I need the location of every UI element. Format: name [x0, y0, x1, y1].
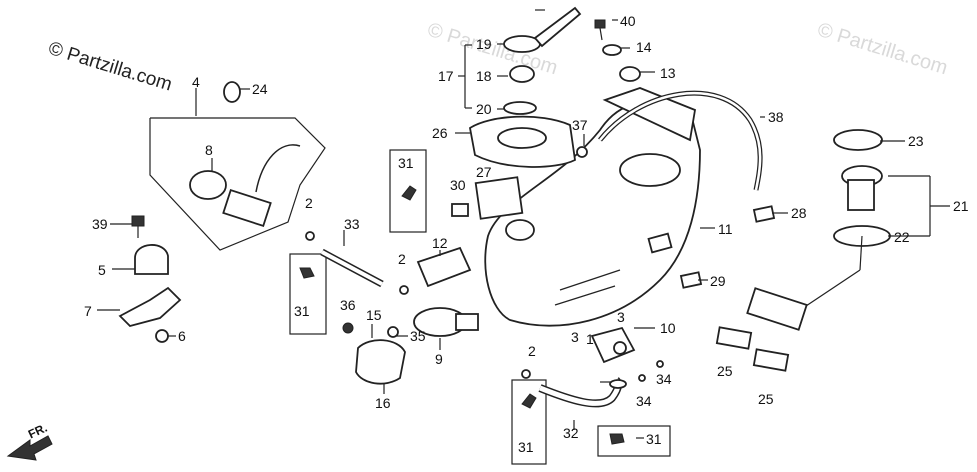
callout-17: 17 [438, 68, 454, 84]
callout-23: 23 [908, 133, 924, 149]
callout-2a: 2 [305, 195, 313, 211]
callout-29: 29 [710, 273, 726, 289]
callout-32: 32 [563, 425, 579, 441]
callout-31c: 31 [518, 439, 534, 455]
callout-box-31-b [289, 253, 327, 335]
callout-35: 35 [410, 328, 426, 344]
callout-26: 26 [432, 125, 448, 141]
callout-3b: 3 [571, 329, 579, 345]
callout-31d: 31 [646, 431, 662, 447]
callout-25a: 25 [717, 363, 733, 379]
callout-numbers: 1 2 2 2 3 3 4 5 6 7 8 9 10 11 12 13 14 1… [84, 13, 969, 455]
callout-4: 4 [192, 74, 200, 90]
callout-31a: 31 [398, 155, 414, 171]
callout-25b: 25 [758, 391, 774, 407]
callout-27: 27 [476, 164, 492, 180]
leader-lines [97, 9, 950, 439]
callout-38: 38 [768, 109, 784, 125]
callout-15: 15 [366, 307, 382, 323]
callout-18: 18 [476, 68, 492, 84]
callout-box-31-c [511, 379, 547, 465]
callout-5: 5 [98, 262, 106, 278]
callout-30: 30 [450, 177, 466, 193]
callout-21: 21 [953, 198, 969, 214]
callout-7: 7 [84, 303, 92, 319]
callout-11: 11 [718, 221, 733, 237]
front-arrow-icon [6, 435, 53, 461]
callout-37: 37 [572, 117, 588, 133]
callout-2b: 2 [398, 251, 406, 267]
callout-39: 39 [92, 216, 108, 232]
callout-33: 33 [344, 216, 360, 232]
callout-box-4 [149, 117, 326, 251]
callout-14: 14 [636, 39, 652, 55]
callout-20: 20 [476, 101, 492, 117]
callout-2c: 2 [528, 343, 536, 359]
callout-8: 8 [205, 142, 213, 158]
callout-22: 22 [894, 229, 910, 245]
cap-lock [509, 65, 535, 83]
callout-3a: 3 [617, 309, 625, 325]
callout-9: 9 [435, 351, 443, 367]
callout-13: 13 [660, 65, 676, 81]
callout-12: 12 [432, 235, 448, 251]
callout-1-label: 1 [586, 331, 594, 347]
callout-10: 10 [660, 320, 676, 336]
callout-40: 40 [620, 13, 636, 29]
callout-6: 6 [178, 328, 186, 344]
callout-box-31-d [597, 425, 671, 457]
callout-16: 16 [375, 395, 391, 411]
cap-gasket [503, 101, 537, 115]
callout-34b: 34 [636, 393, 652, 409]
callout-24: 24 [252, 81, 268, 97]
fuel-tank [484, 87, 701, 327]
callout-28: 28 [791, 205, 807, 221]
callout-36: 36 [340, 297, 356, 313]
callout-34a: 34 [656, 371, 672, 387]
callout-19: 19 [476, 36, 492, 52]
callout-box-31-a [389, 149, 427, 233]
callout-31b: 31 [294, 303, 310, 319]
